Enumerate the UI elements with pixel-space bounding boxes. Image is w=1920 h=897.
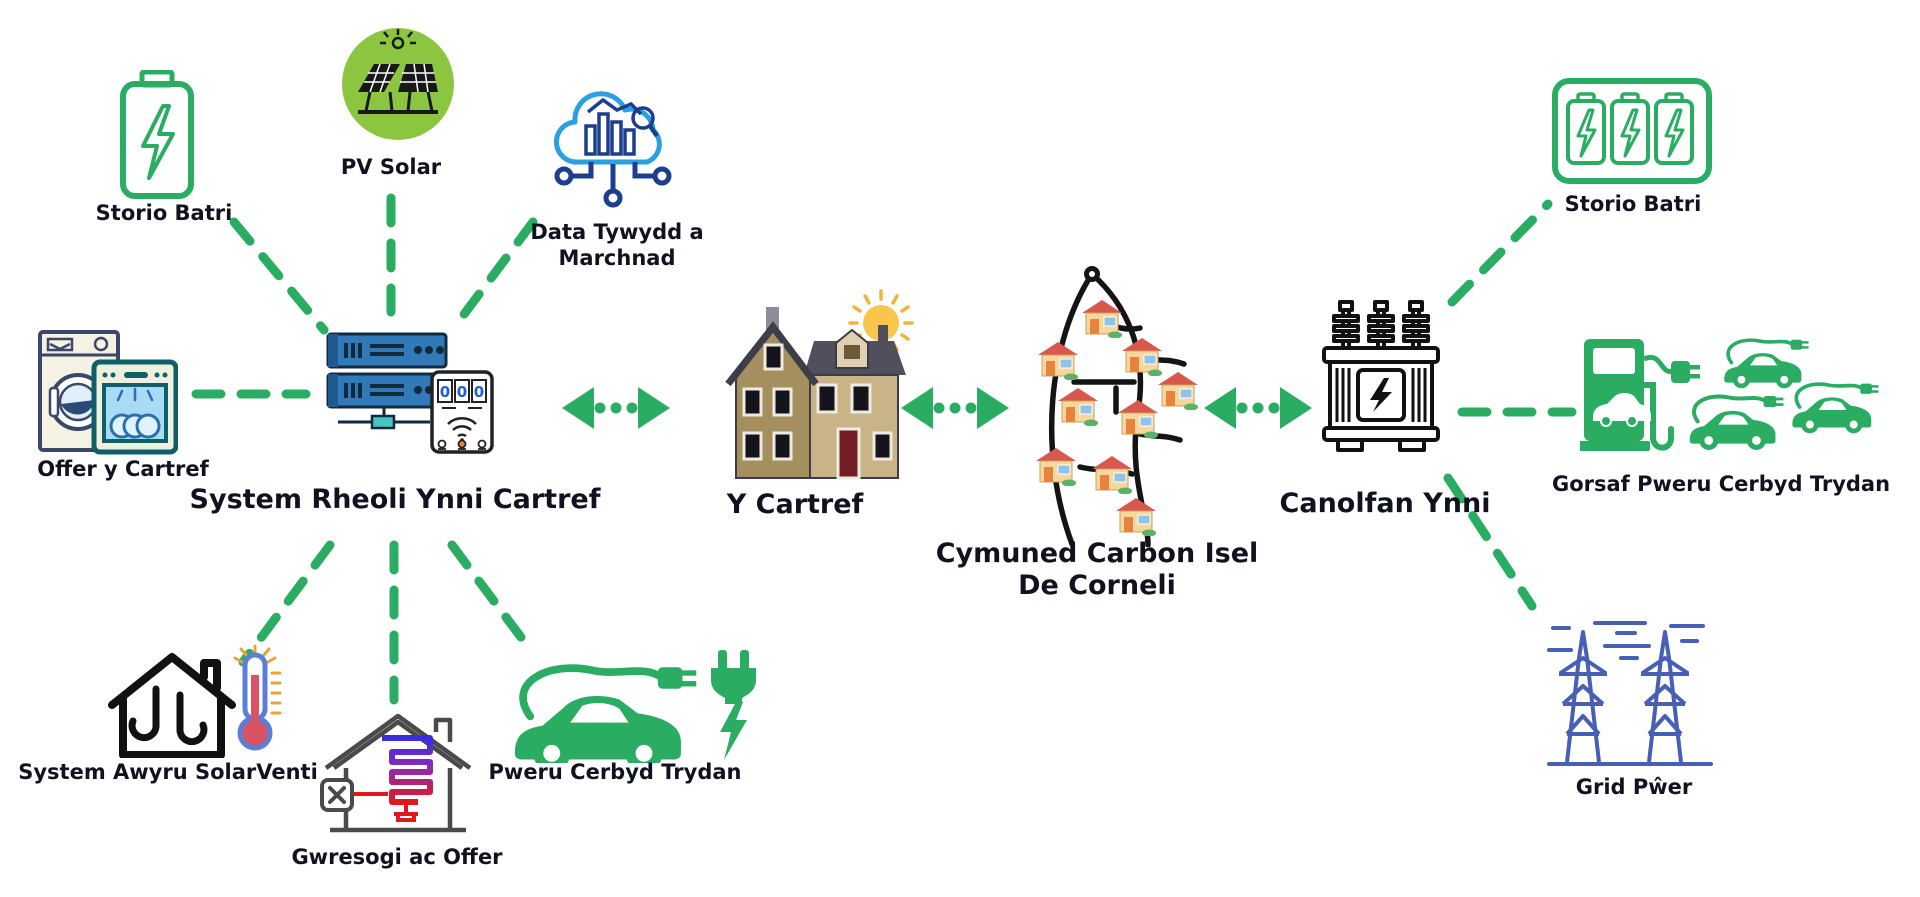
power-grid-node xyxy=(1545,616,1715,771)
data-tywydd-label-line2: Marchnad xyxy=(558,246,676,270)
heating-node xyxy=(318,712,478,840)
link-hems-ev xyxy=(447,540,537,657)
meter-digit-1: 0 xyxy=(440,383,450,401)
data-tywydd-label-line1: Data Tywydd a xyxy=(530,220,704,244)
arrow-home-community xyxy=(901,387,1009,429)
ev-charging-station-icon xyxy=(1580,337,1880,452)
energy-centre-node xyxy=(1316,300,1448,468)
house-ventilation-thermometer-icon xyxy=(108,644,282,758)
link-cloud-hems xyxy=(451,217,538,330)
storio-batri-left-label: Storio Batri xyxy=(95,201,233,225)
gwresogi-label: Gwresogi ac Offer xyxy=(291,845,503,869)
house-heating-coil-icon xyxy=(320,713,472,833)
washer-dishwasher-icon xyxy=(38,330,178,455)
plug-bolt-icon xyxy=(711,650,756,760)
ev-car-plug-icon xyxy=(505,650,756,763)
storio-batri-right-label: Storio Batri xyxy=(1564,192,1702,216)
thermometer-icon xyxy=(233,644,282,751)
pweru-cerbyd-label: Pweru Cerbyd Trydan xyxy=(488,760,742,784)
community-map-icon xyxy=(1036,266,1198,547)
link-canolfan-battery xyxy=(1447,199,1553,307)
solarventi-label: System Awyru SolarVenti xyxy=(18,760,318,784)
ev-station-node xyxy=(1580,333,1880,463)
arrow-hems-home xyxy=(562,387,670,429)
server-smart-meter-icon: 0 0 0 xyxy=(326,332,494,454)
offer-y-cartref-label: Offer y Cartref xyxy=(37,457,209,481)
arrow-community-canolfan xyxy=(1204,387,1312,429)
canolfan-ynni-label: Canolfan Ynni xyxy=(1279,488,1491,519)
ev-charging-node xyxy=(505,648,775,763)
pv-solar-node xyxy=(340,26,456,142)
transmission-towers-icon xyxy=(1547,621,1713,766)
meter-digit-2: 0 xyxy=(457,383,467,401)
grid-pwer-label: Grid Pŵer xyxy=(1575,775,1693,799)
battery-storage-left-node xyxy=(112,70,202,202)
hems-node: 0 0 0 xyxy=(326,330,498,454)
home-node xyxy=(716,283,914,483)
smart-meter: 0 0 0 xyxy=(430,370,494,454)
cloud-analytics-icon xyxy=(553,91,672,208)
meter-digit-3: 0 xyxy=(474,383,484,401)
bushings xyxy=(1332,300,1430,350)
cymuned-label-line2: De Corneli xyxy=(1018,570,1176,601)
weather-data-node xyxy=(543,64,683,214)
pv-solar-label: PV Solar xyxy=(340,155,442,179)
solar-panel-icon xyxy=(342,28,454,140)
charging-pump xyxy=(1580,339,1700,451)
bolt-glyph xyxy=(1370,378,1392,412)
link-battery-hems xyxy=(229,217,329,335)
wifi-icon xyxy=(447,417,477,438)
home-appliances-node xyxy=(38,330,178,455)
gorsaf-pweru-label: Gorsaf Pweru Cerbyd Trydan xyxy=(1551,472,1891,496)
battery-storage-right-node xyxy=(1552,78,1712,184)
battery-bank-icon xyxy=(1552,78,1712,184)
transformer-icon xyxy=(1322,300,1440,452)
solarventi-node xyxy=(100,643,285,758)
community-map-node xyxy=(1030,262,1200,547)
home-sun-icon xyxy=(725,289,914,480)
battery-bolt-icon xyxy=(120,70,194,199)
cymuned-label-line1: Cymuned Carbon Isel xyxy=(935,538,1259,569)
hems-label: System Rheoli Ynni Cartref xyxy=(189,484,601,515)
y-cartref-label: Y Cartref xyxy=(726,489,864,520)
